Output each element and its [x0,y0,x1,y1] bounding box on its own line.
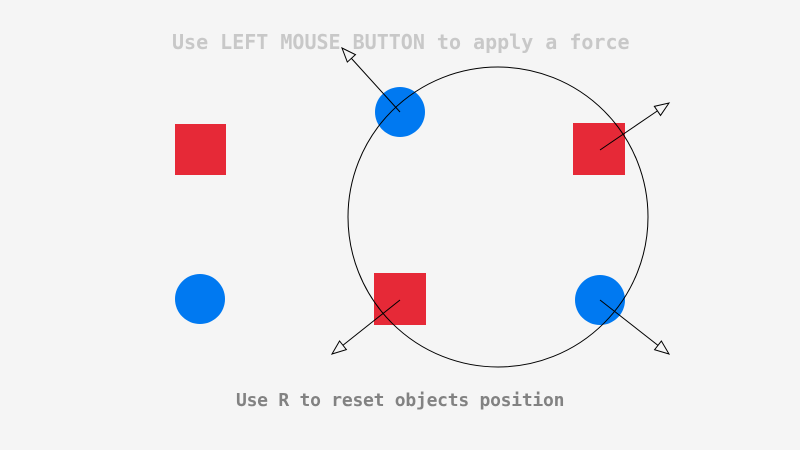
force-arrow-head [341,46,357,63]
force-arrow-head [653,102,671,117]
arrows-layer [330,46,671,355]
physics-object-square-top-left[interactable] [175,124,226,175]
objects-layer [175,87,625,325]
force-arrow-arrow-right-square [599,102,671,151]
boundary-layer [347,66,649,368]
physics-object-square-bottom-center[interactable] [374,273,426,325]
boundary-circle [347,66,649,368]
force-arrow-arrow-top-circle [341,46,401,113]
force-arrow-line [599,110,658,151]
force-arrow-arrow-bottom-square [330,299,401,355]
force-arrow-head [653,340,671,355]
hint-apply-force: Use LEFT MOUSE BUTTON to apply a force [172,30,630,54]
hint-reset-objects: Use R to reset objects position [236,390,565,411]
physics-object-circle-bottom-left[interactable] [175,274,225,324]
force-arrow-line [351,58,401,113]
force-arrow-line [342,299,401,346]
physics-object-square-top-right[interactable] [573,123,625,175]
force-arrow-line [599,299,659,346]
force-arrow-arrow-bottom-right-circle [599,299,671,355]
force-arrow-head [330,340,348,355]
